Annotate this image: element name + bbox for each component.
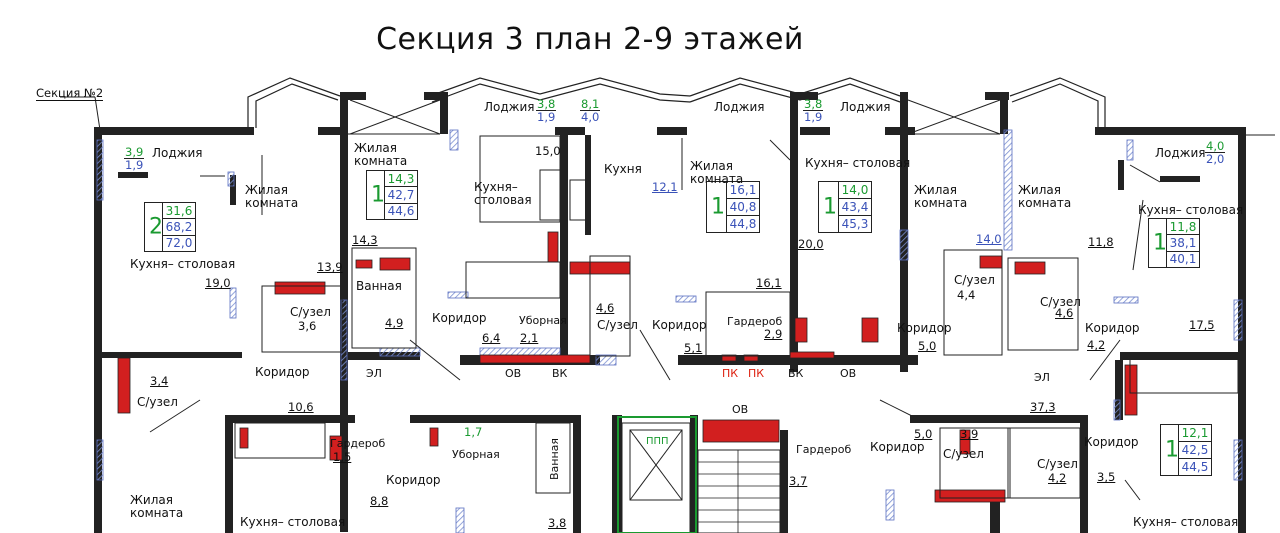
section-reference: Секция №2: [36, 86, 104, 101]
room-label-loggia: Лоджия: [484, 100, 535, 114]
room-label-toilet: Уборная: [519, 314, 567, 327]
room-label-wc: С/узел: [290, 305, 331, 319]
room-area: 14,3: [352, 233, 378, 247]
room-area: 4,2: [1048, 471, 1067, 485]
room-area: 19,0: [205, 276, 231, 290]
label-vk: ВК: [552, 367, 568, 380]
room-area: 4,2: [1087, 338, 1106, 352]
room-label-kitchen-dining: Кухня– столовая: [1138, 203, 1244, 217]
room-label-kitchen-dining: Кухня–столовая: [474, 180, 532, 207]
room-area: 13,9: [317, 260, 343, 274]
label-el: ЭЛ: [366, 367, 382, 380]
room-label-corridor: Коридор: [897, 321, 952, 335]
room-area: 1,5: [333, 450, 352, 464]
room-area: 5,0: [914, 427, 933, 441]
room-label-corridor: Коридор: [432, 311, 487, 325]
room-label-kitchen: Кухня: [604, 162, 642, 176]
room-label-loggia: Лоджия: [152, 146, 203, 160]
room-label-corridor: Коридор: [652, 318, 707, 332]
room-area: 2,1: [520, 331, 539, 345]
room-area: 3,8: [548, 516, 567, 530]
room-area: 3,5: [1097, 470, 1116, 484]
room-area: 12,1: [652, 180, 678, 194]
room-label-loggia: Лоджия: [714, 100, 765, 114]
label-ov: ОВ: [840, 367, 857, 380]
room-label-toilet: Уборная: [452, 448, 500, 461]
room-area: 1,7: [464, 425, 483, 439]
room-label-kitchen-dining: Кухня– столовая: [130, 257, 236, 271]
room-label-wc: С/узел: [1037, 457, 1078, 471]
label-pk: ПК: [722, 367, 739, 380]
room-area: 15,0: [535, 144, 561, 158]
label-ov: ОВ: [505, 367, 522, 380]
room-area: 5,1: [684, 341, 703, 355]
room-label-wc: С/узел: [954, 273, 995, 287]
room-area: 11,8: [1088, 235, 1114, 249]
room-label-corridor: Коридор: [386, 473, 441, 487]
room-label-bath: Ванная: [356, 279, 402, 293]
room-area: 16,1: [756, 276, 782, 290]
page-title: Секция 3 план 2-9 этажей: [376, 22, 804, 57]
room-label-wc: С/узел: [943, 447, 984, 461]
room-area: 4,6: [596, 301, 615, 315]
room-label-wc: С/узел: [1040, 295, 1081, 309]
room-label-wardrobe: Гардероб: [796, 443, 852, 456]
room-label-corridor: Коридор: [255, 365, 310, 379]
room-area: 37,3: [1030, 400, 1056, 414]
room-label-wc: С/узел: [137, 395, 178, 409]
room-label-wc: С/узел: [597, 318, 638, 332]
room-area: 3,4: [150, 374, 169, 388]
label-ov: ОВ: [732, 403, 749, 416]
room-label-loggia: Лоджия: [840, 100, 891, 114]
room-area: 2,9: [764, 327, 783, 341]
room-area: 4,9: [385, 316, 404, 330]
room-area: 4,4: [957, 288, 976, 302]
room-label-bath: Ванная: [548, 437, 561, 480]
room-area: 4,6: [1055, 306, 1074, 320]
room-area: 20,0: [798, 237, 824, 251]
room-area: 8,8: [370, 494, 389, 508]
room-area: 3,6: [298, 319, 317, 333]
room-label-corridor: Коридор: [870, 440, 925, 454]
room-label-corridor: Коридор: [1085, 321, 1140, 335]
label-pk: ПК: [748, 367, 765, 380]
room-area: 3,9: [960, 427, 979, 441]
room-label-kitchen-dining: Кухня– столовая: [1133, 515, 1239, 529]
room-label-corridor: Коридор: [1084, 435, 1139, 449]
room-area: 6,4: [482, 331, 501, 345]
room-area: 5,0: [918, 339, 937, 353]
label-vk: ВК: [788, 367, 804, 380]
room-label-kitchen-dining: Кухня– столовая: [240, 515, 346, 529]
label-el: ЭЛ: [1034, 371, 1050, 384]
room-label-kitchen-dining: Кухня– столовая: [805, 156, 911, 170]
room-area: 14,0: [976, 232, 1002, 246]
room-label-wardrobe: Гардероб: [330, 437, 386, 450]
room-label-loggia: Лоджия: [1155, 146, 1206, 160]
room-area: 10,6: [288, 400, 314, 414]
room-area: 3,7: [789, 474, 808, 488]
room-label-wardrobe: Гардероб: [727, 315, 783, 328]
label-ppp: ППП: [646, 436, 669, 447]
room-area: 17,5: [1189, 318, 1215, 332]
